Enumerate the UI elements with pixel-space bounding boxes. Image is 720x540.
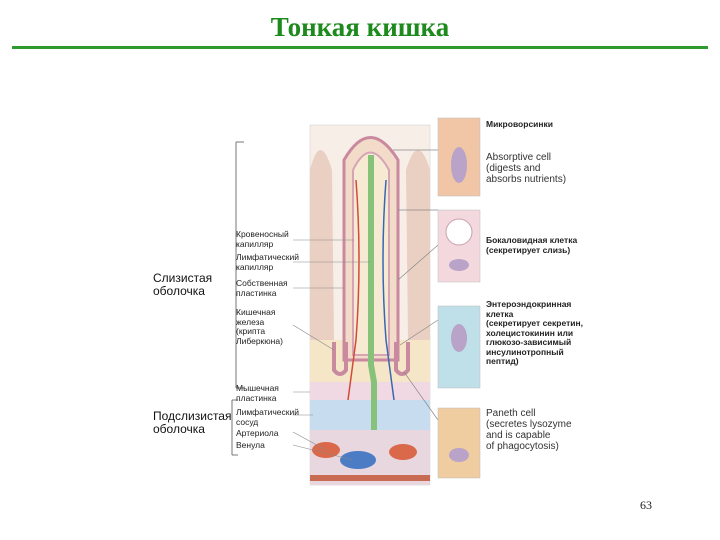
intestine-wall-figure: Слизистая оболочка Подслизистая оболочка… (148, 110, 608, 495)
title-underline (12, 46, 708, 49)
label-venule: Венула (236, 440, 265, 450)
label-enteroendocrine-cell: Энтероэндокринная клетка (секретирует се… (486, 299, 583, 366)
label-microvilli: Микроворсинки (486, 119, 554, 129)
page-number: 63 (640, 498, 652, 512)
label-paneth-cell: Paneth cell (secretes lysozyme and is ca… (486, 408, 572, 452)
label-absorptive-cell: Absorptive cell (digests and absorbs nut… (486, 152, 567, 185)
label-lymph-capillary: Лимфатический капилляр (236, 252, 299, 272)
slide-title: Тонкая кишка (270, 12, 450, 42)
label-muscularis-mucosae: Мышечная пластинка (236, 383, 279, 403)
label-arteriole: Артериола (236, 428, 279, 438)
label-goblet-cell: Бокаловидная клетка (секретирует слизь) (486, 235, 578, 255)
label-blood-capillary: Кровеносный капилляр (236, 229, 289, 249)
label-submucosa: Подслизистая оболочка (153, 409, 232, 436)
label-intestinal-gland: Кишечная железа (крипта Либеркюна) (236, 307, 283, 346)
label-lymph-vessel: Лимфатический сосуд (236, 407, 299, 427)
label-mucosa: Слизистая оболочка (153, 271, 213, 298)
label-lamina-propria: Собственная пластинка (236, 278, 288, 298)
villus-illustration (231, 117, 481, 486)
